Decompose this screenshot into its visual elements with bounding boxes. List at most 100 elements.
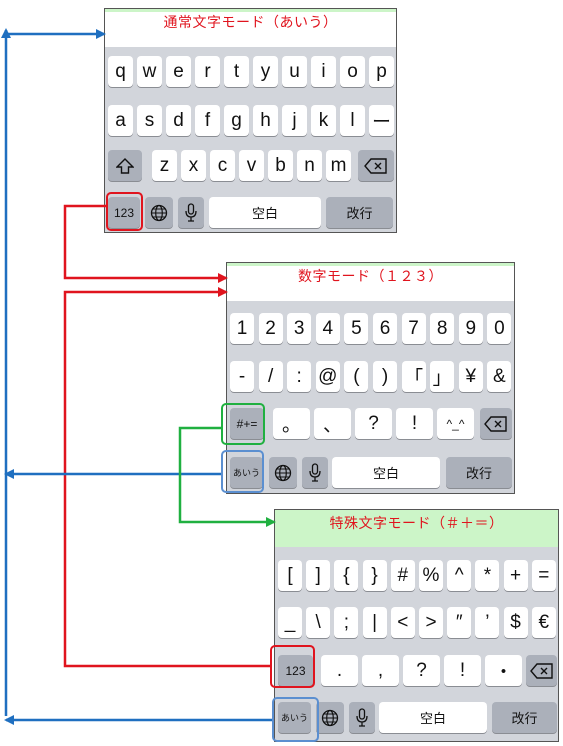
key-/[interactable]: / (258, 361, 283, 392)
key-=[interactable]: = (531, 560, 556, 591)
key-#[interactable]: # (390, 560, 415, 591)
key-r[interactable]: r (195, 56, 220, 87)
backspace-icon (484, 415, 508, 432)
key-″[interactable]: ″ (447, 607, 472, 638)
key-「[interactable]: 「 (401, 361, 426, 392)
space-key[interactable]: 空白 (332, 457, 440, 488)
key-^_^[interactable]: ^_^ (437, 408, 474, 439)
key-y[interactable]: y (253, 56, 278, 87)
key-o[interactable]: o (340, 56, 365, 87)
key->[interactable]: > (419, 607, 443, 638)
key-*[interactable]: * (475, 560, 500, 591)
mode-123-key[interactable]: 123 (278, 655, 313, 686)
key-g[interactable]: g (224, 105, 249, 136)
key-[[interactable]: [ (278, 560, 302, 591)
key-z[interactable]: z (152, 150, 177, 181)
return-key[interactable]: 改行 (326, 197, 393, 228)
key-4[interactable]: 4 (315, 313, 340, 344)
key-l[interactable]: l (340, 105, 365, 136)
key-0[interactable]: 0 (487, 313, 512, 344)
return-key[interactable]: 改行 (446, 457, 512, 488)
key-。[interactable]: 。 (273, 408, 310, 439)
key--[interactable]: - (230, 361, 254, 392)
key-;[interactable]: ; (334, 607, 359, 638)
key-f[interactable]: f (195, 105, 220, 136)
mode-123-key[interactable]: 123 (108, 197, 140, 228)
key-&[interactable]: & (487, 361, 512, 392)
key-$[interactable]: $ (503, 607, 528, 638)
backspace-key[interactable] (526, 655, 557, 686)
key-v[interactable]: v (239, 150, 264, 181)
key-%[interactable]: % (419, 560, 443, 591)
globe-key[interactable] (145, 197, 173, 228)
key-2[interactable]: 2 (258, 313, 283, 344)
key-<[interactable]: < (390, 607, 415, 638)
key-5[interactable]: 5 (344, 313, 369, 344)
space-key[interactable]: 空白 (209, 197, 321, 228)
mic-key[interactable] (349, 702, 375, 733)
key-i[interactable]: i (311, 56, 336, 87)
globe-icon (321, 709, 339, 727)
key-t[interactable]: t (224, 56, 249, 87)
key-|[interactable]: | (362, 607, 387, 638)
mode-symbols-key[interactable]: #+= (230, 408, 264, 439)
key-d[interactable]: d (166, 105, 191, 136)
mic-key[interactable] (178, 197, 204, 228)
backspace-key[interactable] (480, 408, 512, 439)
key-![interactable]: ! (396, 408, 433, 439)
key-1[interactable]: 1 (230, 313, 254, 344)
key-s[interactable]: s (137, 105, 162, 136)
key-ー[interactable]: ー (369, 105, 394, 136)
key-8[interactable]: 8 (430, 313, 455, 344)
key-\[interactable]: \ (306, 607, 331, 638)
mode-kana-key[interactable]: あいう (230, 457, 263, 488)
key-w[interactable]: w (137, 56, 162, 87)
shift-key[interactable] (108, 150, 142, 181)
key-n[interactable]: n (297, 150, 322, 181)
mode-kana-key[interactable]: あいう (278, 702, 311, 733)
key-{[interactable]: { (334, 560, 359, 591)
key-?[interactable]: ? (355, 408, 392, 439)
key-a[interactable]: a (108, 105, 133, 136)
key-、[interactable]: 、 (314, 408, 351, 439)
key-¥[interactable]: ¥ (458, 361, 483, 392)
key-.[interactable]: . (321, 655, 358, 686)
key-p[interactable]: p (369, 56, 394, 87)
key-3[interactable]: 3 (287, 313, 312, 344)
globe-key[interactable] (269, 457, 297, 488)
key-)[interactable]: ) (373, 361, 397, 392)
key-€[interactable]: € (531, 607, 556, 638)
key-+[interactable]: + (503, 560, 528, 591)
key-,[interactable]: , (362, 655, 399, 686)
space-key[interactable]: 空白 (379, 702, 487, 733)
key-k[interactable]: k (311, 105, 336, 136)
key-}[interactable]: } (362, 560, 387, 591)
key-x[interactable]: x (181, 150, 206, 181)
key-:[interactable]: : (287, 361, 312, 392)
key-m[interactable]: m (326, 150, 351, 181)
key-9[interactable]: 9 (458, 313, 483, 344)
key-6[interactable]: 6 (373, 313, 397, 344)
globe-key[interactable] (316, 702, 344, 733)
key-7[interactable]: 7 (401, 313, 426, 344)
key-_[interactable]: _ (278, 607, 302, 638)
key-b[interactable]: b (268, 150, 293, 181)
key-![interactable]: ! (444, 655, 481, 686)
key-c[interactable]: c (210, 150, 235, 181)
key-’[interactable]: ’ (475, 607, 500, 638)
key-([interactable]: ( (344, 361, 369, 392)
key-」[interactable]: 」 (430, 361, 455, 392)
key-?[interactable]: ? (403, 655, 440, 686)
key-j[interactable]: j (282, 105, 307, 136)
key-u[interactable]: u (282, 56, 307, 87)
key-e[interactable]: e (166, 56, 191, 87)
key-^[interactable]: ^ (447, 560, 472, 591)
key-q[interactable]: q (108, 56, 133, 87)
key-@[interactable]: @ (315, 361, 340, 392)
key-h[interactable]: h (253, 105, 278, 136)
mic-key[interactable] (302, 457, 328, 488)
return-key[interactable]: 改行 (492, 702, 557, 733)
backspace-key[interactable] (358, 150, 394, 181)
key-][interactable]: ] (306, 560, 331, 591)
key-・[interactable]: ・ (485, 655, 522, 686)
